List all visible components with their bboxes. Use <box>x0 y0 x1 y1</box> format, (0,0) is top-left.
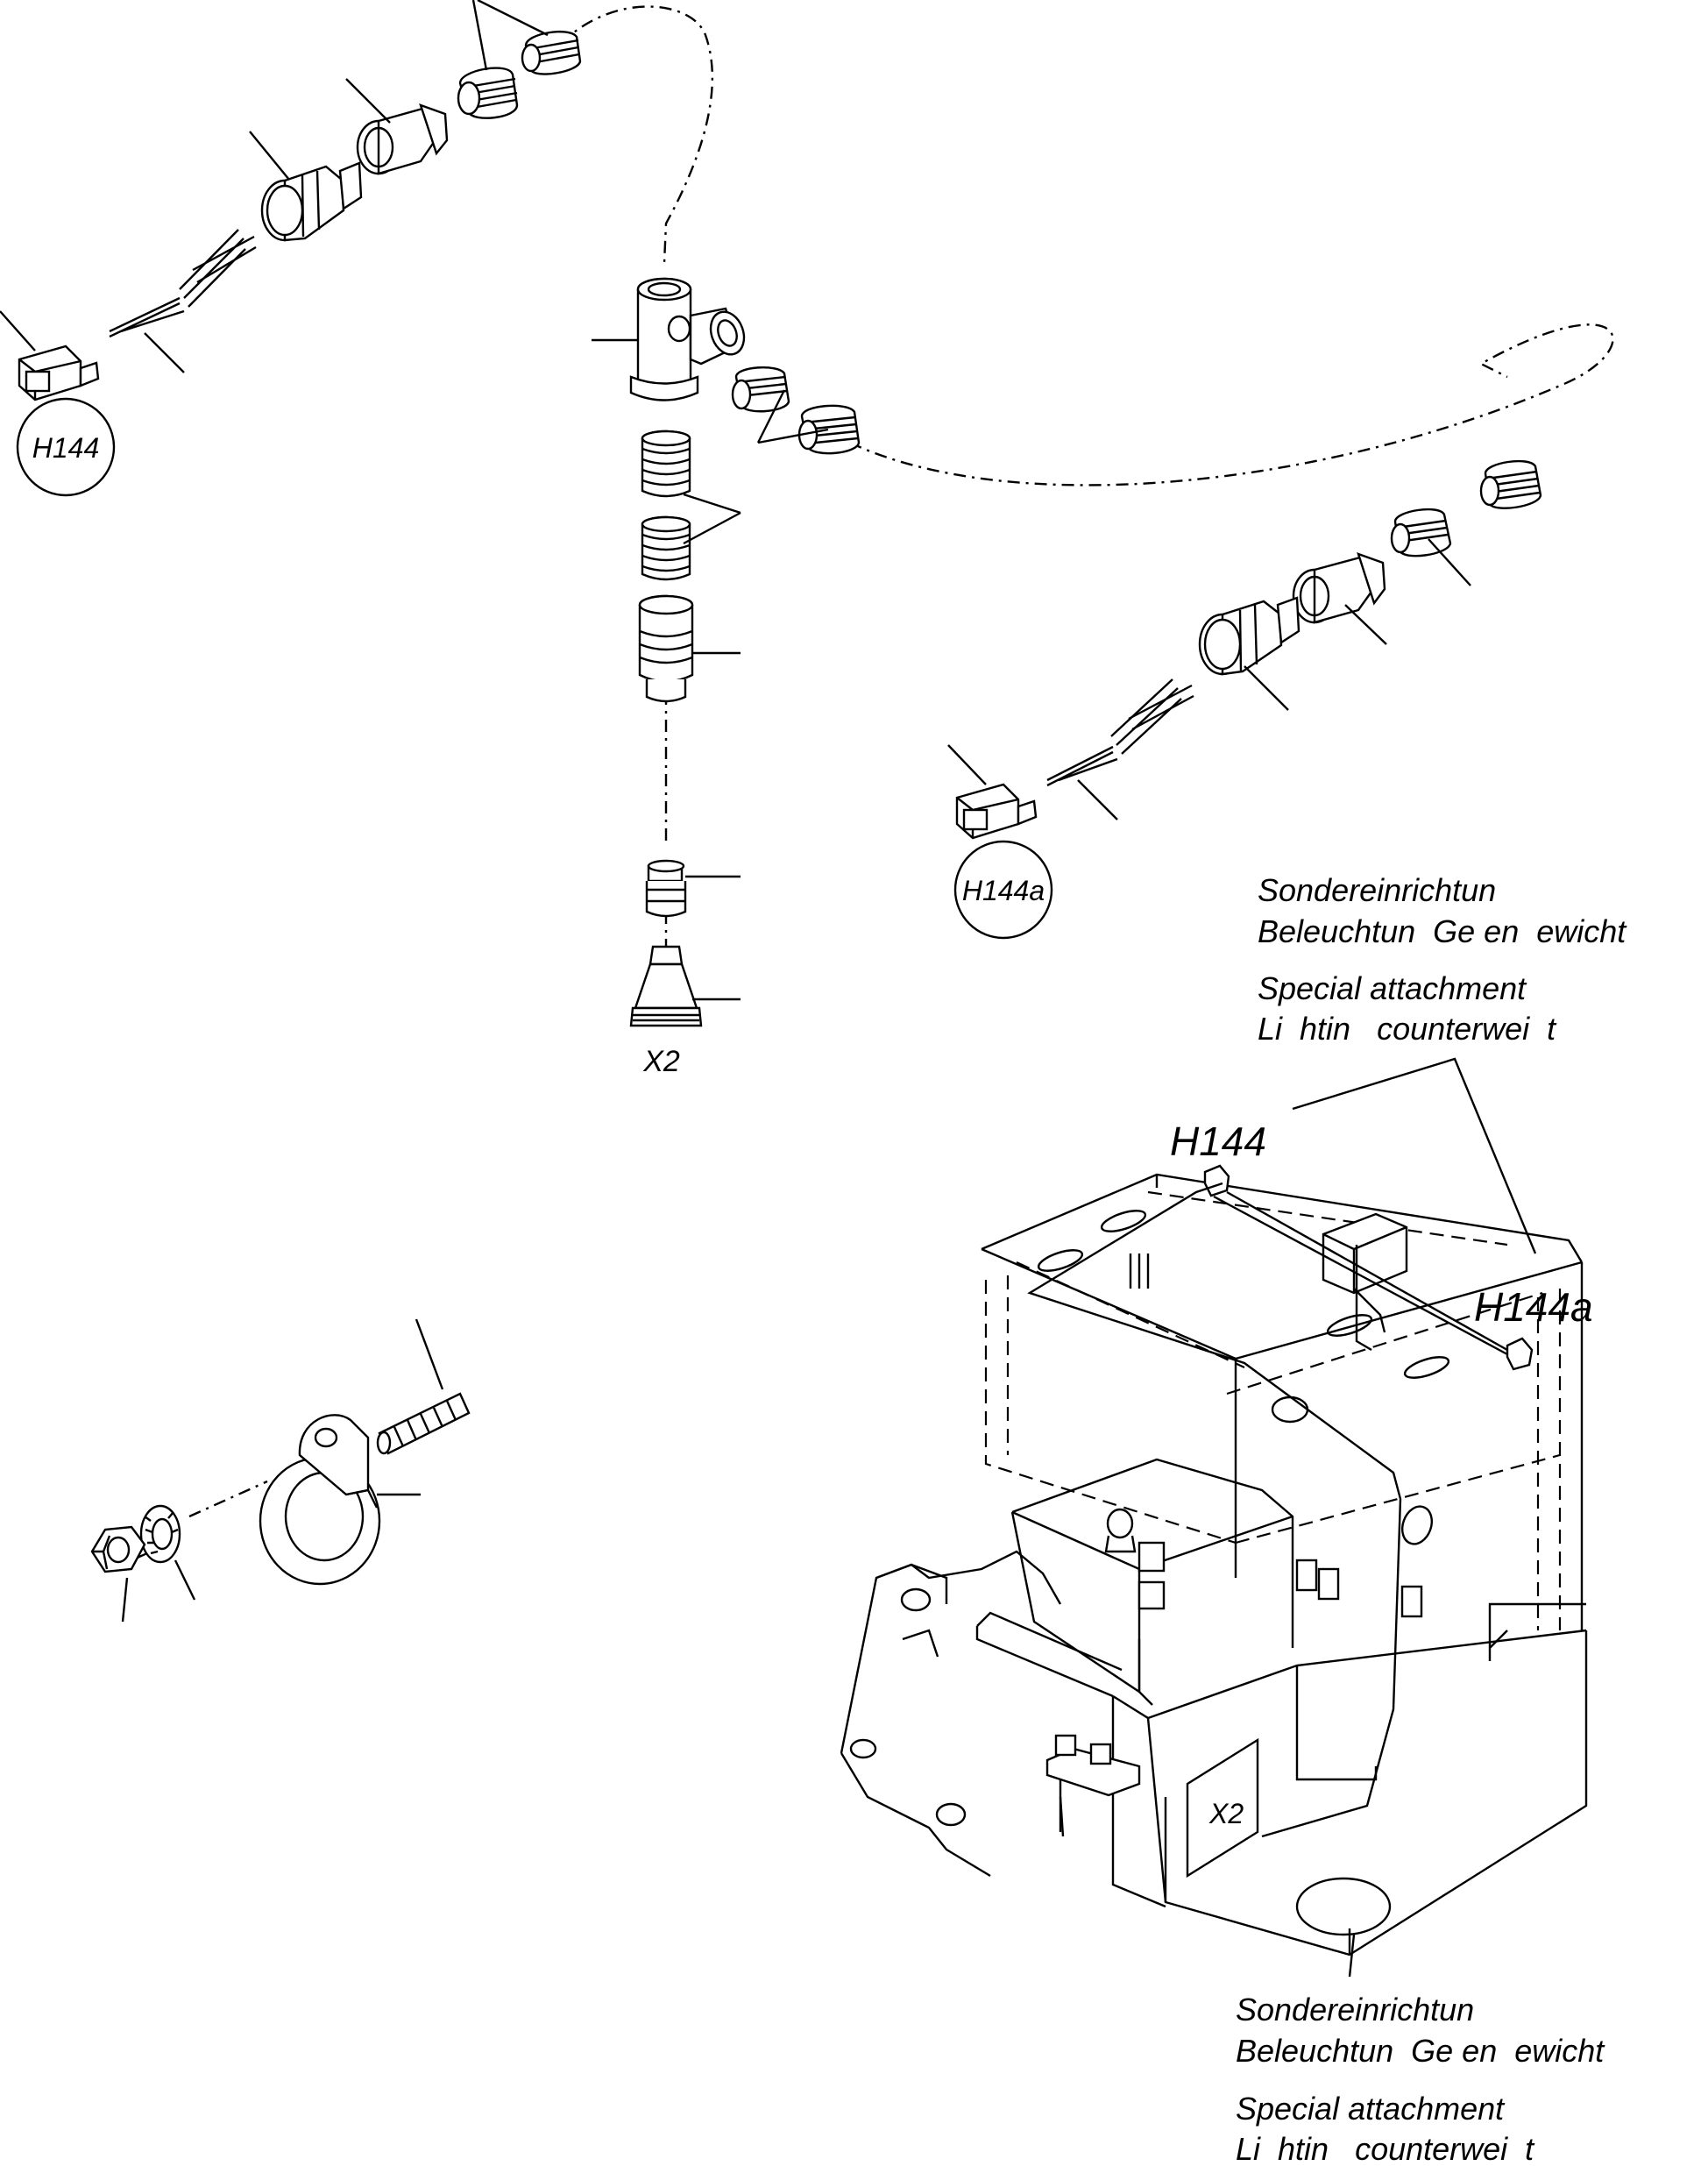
h144-machine-label: H144 <box>1170 1119 1266 1164</box>
p-clamp-icon <box>259 1414 381 1586</box>
h144-spring-cap-icon <box>521 30 582 75</box>
h144-label-circle <box>16 397 116 497</box>
h144a-spring-near-icon <box>1390 508 1452 557</box>
h144a-lamp-icon <box>1506 1337 1534 1371</box>
note-top-en-2: Li htin counterwei t <box>1258 1011 1557 1047</box>
beacon-icon <box>1104 1508 1137 1553</box>
x2-box-label: X2 <box>1208 1798 1244 1829</box>
note-top-en-1: Special attachment <box>1258 970 1527 1006</box>
note-top-de-1: Sondereinrichtun <box>1258 872 1496 908</box>
machine-counterweight-drawing <box>840 1057 1588 1978</box>
junction-box-icon <box>1322 1212 1408 1295</box>
h144a-plug-icon <box>955 783 1038 840</box>
t-piece-icon <box>629 277 746 401</box>
h144-connector-chain <box>0 0 582 401</box>
note-bottom-de-1: Sondereinrichtun <box>1236 1992 1474 2028</box>
hex-nut-icon <box>90 1525 146 1573</box>
h144-spring-sleeve-icon <box>457 67 519 119</box>
x2-socket-icon <box>629 945 703 1027</box>
h144a-label: H144a <box>962 875 1045 906</box>
cable-paths <box>131 5 1614 1562</box>
h144a-wire-icon <box>1046 678 1194 787</box>
h144-coupling-icon <box>356 103 449 175</box>
relay-modules-icon <box>1137 1541 1423 1618</box>
h144a-coupling-icon <box>1292 552 1386 624</box>
clamp-hardware <box>90 1318 471 1623</box>
screw-icon <box>376 1392 471 1455</box>
t-piece-spring-far-icon <box>797 404 861 455</box>
h144a-label-circle <box>953 840 1053 940</box>
small-nut-icon <box>645 859 687 918</box>
vertical-spring-lower-icon <box>641 515 691 581</box>
h144a-spring-far-icon <box>1479 459 1542 509</box>
h144a-cable-gland-icon <box>1198 596 1300 676</box>
lock-washer-icon <box>139 1504 181 1564</box>
h144-label: H144 <box>32 432 100 464</box>
note-top-de-2: Beleuchtun Ge en ewicht <box>1258 913 1627 949</box>
h144-wire-icon <box>109 229 257 338</box>
t-junction-assembly <box>592 277 861 1027</box>
vertical-gland-icon <box>638 594 694 703</box>
note-bottom-en-1: Special attachment <box>1236 2091 1506 2127</box>
h144-cable-gland-icon <box>260 161 363 242</box>
h144-plug-icon <box>18 344 100 401</box>
h144a-connector-chain <box>947 459 1542 840</box>
vertical-spring-upper-icon <box>641 430 691 498</box>
x2-label: X2 <box>642 1045 680 1078</box>
t-piece-spring-right-icon <box>731 366 790 413</box>
note-bottom-de-2: Beleuchtun Ge en ewicht <box>1236 2033 1605 2069</box>
h144-lamp-icon <box>1203 1164 1230 1197</box>
note-bottom-en-2: Li htin counterwei t <box>1236 2131 1535 2166</box>
h144a-machine-label: H144a <box>1474 1284 1593 1330</box>
